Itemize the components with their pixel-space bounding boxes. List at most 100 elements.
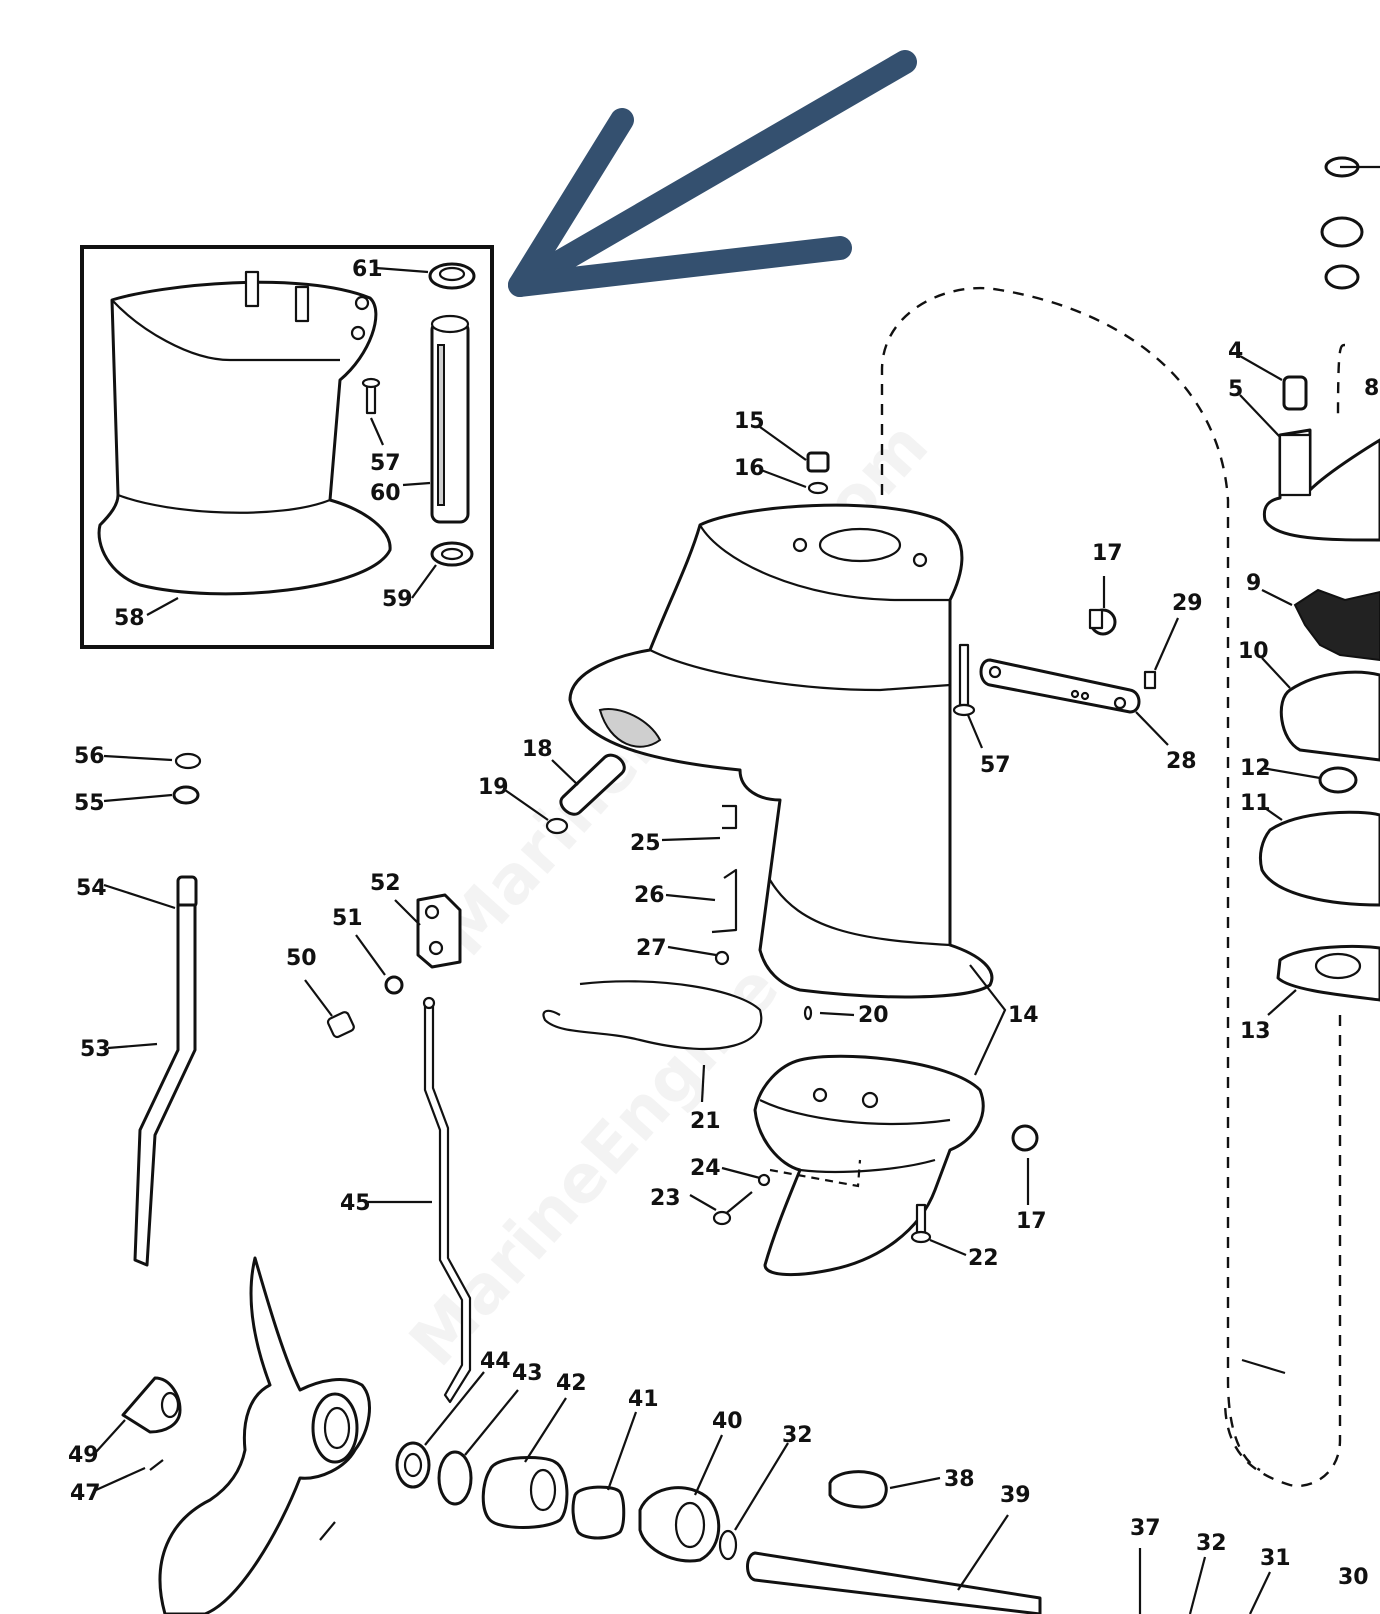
inset-box-housing-assembly bbox=[80, 245, 494, 649]
callout-43: 43 bbox=[512, 1361, 543, 1386]
callout-22: 22 bbox=[968, 1246, 999, 1271]
part-14-gearcase bbox=[753, 1054, 985, 1276]
part-24-washer bbox=[757, 1173, 771, 1187]
callout-32-lower-b: 32 bbox=[1196, 1531, 1227, 1556]
part-41-bearing bbox=[571, 1485, 626, 1540]
leader-lines bbox=[95, 165, 1380, 1614]
part-20-pin bbox=[803, 1005, 813, 1021]
callout-29: 29 bbox=[1172, 591, 1203, 616]
callout-44: 44 bbox=[480, 1349, 511, 1374]
callout-8: 8 bbox=[1364, 376, 1379, 401]
dashed-shaft-path bbox=[880, 286, 1261, 1472]
part-19-oring bbox=[545, 817, 569, 835]
part-53-shift-rod bbox=[133, 875, 198, 1267]
part-43-oring bbox=[437, 1450, 473, 1506]
callout-61: 61 bbox=[352, 257, 383, 282]
callout-53: 53 bbox=[80, 1037, 111, 1062]
water-pump-column bbox=[1223, 156, 1380, 1488]
callout-47: 47 bbox=[70, 1481, 101, 1506]
callout-54: 54 bbox=[76, 876, 107, 901]
callout-57-inset: 57 bbox=[370, 451, 401, 476]
part-26-bracket bbox=[711, 868, 738, 934]
propeller bbox=[158, 1256, 371, 1614]
callout-41: 41 bbox=[628, 1387, 659, 1412]
prop-pin bbox=[319, 1521, 336, 1541]
part-22-screw bbox=[910, 1203, 932, 1244]
part-27-screw bbox=[714, 950, 730, 966]
part-18-sleeve bbox=[559, 753, 626, 816]
part-28-plate bbox=[979, 658, 1141, 714]
part-60-water-tube bbox=[430, 314, 470, 524]
callout-32-lower-a: 32 bbox=[782, 1423, 813, 1448]
callout-11: 11 bbox=[1240, 791, 1271, 816]
callout-18: 18 bbox=[522, 737, 553, 762]
part-9-impeller bbox=[1293, 588, 1380, 662]
callout-55: 55 bbox=[74, 791, 105, 816]
callout-42: 42 bbox=[556, 1371, 587, 1396]
part-16-washer bbox=[807, 481, 829, 495]
callout-28: 28 bbox=[1166, 749, 1197, 774]
callout-45: 45 bbox=[340, 1191, 371, 1216]
part-10-plate bbox=[1279, 670, 1380, 762]
callout-9: 9 bbox=[1246, 571, 1261, 596]
part-57-screw-inset bbox=[361, 377, 381, 415]
callout-19: 19 bbox=[478, 775, 509, 800]
callout-10: 10 bbox=[1238, 639, 1269, 664]
callout-57-main: 57 bbox=[980, 753, 1011, 778]
callout-20: 20 bbox=[858, 1003, 889, 1028]
callout-4: 4 bbox=[1228, 339, 1243, 364]
callout-52: 52 bbox=[370, 871, 401, 896]
callout-31: 31 bbox=[1260, 1546, 1291, 1571]
part-14-upper-housing bbox=[568, 503, 994, 999]
callout-17-lower: 17 bbox=[1016, 1209, 1047, 1234]
part-47-pin bbox=[149, 1459, 164, 1471]
part-57-screw-main bbox=[952, 643, 976, 717]
part-15-nut bbox=[806, 451, 830, 473]
callout-23: 23 bbox=[650, 1186, 681, 1211]
part-49-cone-nut bbox=[121, 1376, 182, 1434]
part-56-washer bbox=[174, 752, 202, 770]
callout-25: 25 bbox=[630, 831, 661, 856]
part-40-gear bbox=[638, 1486, 721, 1563]
callout-labels: 61 57 60 59 58 15 16 17 29 28 57 18 19 2… bbox=[68, 257, 1379, 1590]
callout-59: 59 bbox=[382, 587, 413, 612]
part-51-nut bbox=[384, 975, 404, 995]
callout-37: 37 bbox=[1130, 1516, 1161, 1541]
highlight-arrow bbox=[508, 50, 917, 297]
part-44-bushing bbox=[395, 1441, 431, 1489]
part-12 bbox=[1318, 766, 1358, 794]
callout-21: 21 bbox=[690, 1109, 721, 1134]
callout-16: 16 bbox=[734, 456, 765, 481]
part-55-bushing bbox=[172, 785, 200, 805]
callout-56: 56 bbox=[74, 744, 105, 769]
part-32-washer-a bbox=[718, 1529, 738, 1561]
callout-51: 51 bbox=[332, 906, 363, 931]
callout-40: 40 bbox=[712, 1409, 743, 1434]
part-50-screw bbox=[326, 1011, 355, 1039]
part-42-bearing-carrier bbox=[481, 1456, 569, 1529]
callout-17-upper: 17 bbox=[1092, 541, 1123, 566]
part-4 bbox=[1282, 375, 1308, 411]
callout-39: 39 bbox=[1000, 1483, 1031, 1508]
callout-27: 27 bbox=[636, 936, 667, 961]
part-58-drive-shaft-housing bbox=[97, 270, 392, 596]
part-25-bracket bbox=[722, 804, 738, 830]
part-38-pinion bbox=[828, 1470, 888, 1509]
part-52-block bbox=[416, 893, 462, 969]
callout-12: 12 bbox=[1240, 756, 1271, 781]
callout-15: 15 bbox=[734, 409, 765, 434]
part-21-seal-strip bbox=[542, 980, 763, 1051]
part-17-plug-upper bbox=[1088, 608, 1117, 636]
callout-14: 14 bbox=[1008, 1003, 1039, 1028]
part-29-screw bbox=[1143, 670, 1157, 690]
callout-26: 26 bbox=[634, 883, 665, 908]
callout-58: 58 bbox=[114, 606, 145, 631]
part-11 bbox=[1258, 810, 1380, 907]
part-17-plug-lower bbox=[1011, 1124, 1039, 1152]
part-45-shift-rod bbox=[422, 996, 472, 1404]
callout-30: 30 bbox=[1338, 1565, 1369, 1590]
callout-13: 13 bbox=[1240, 1019, 1271, 1044]
callout-60: 60 bbox=[370, 481, 401, 506]
callout-24: 24 bbox=[690, 1156, 721, 1181]
callout-50: 50 bbox=[286, 946, 317, 971]
